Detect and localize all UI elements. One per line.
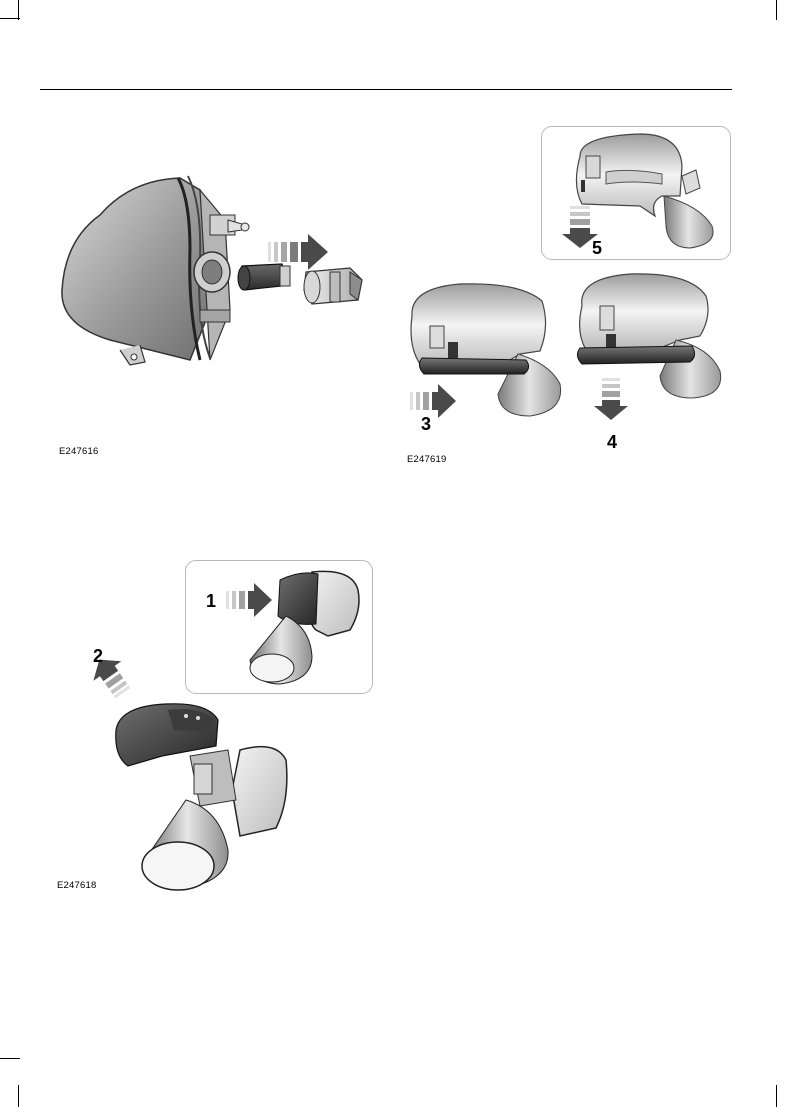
step-number: 5 — [592, 238, 602, 259]
bulb-figure — [50, 160, 380, 385]
arrow-icon — [410, 384, 456, 418]
figure-code: E247618 — [57, 880, 96, 891]
bulb-socket-icon — [304, 268, 362, 304]
crop-mark-bottom-right — [776, 1085, 777, 1107]
crop-mark-left-top — [0, 18, 20, 19]
step-number: 3 — [421, 414, 431, 435]
figure-code: E247619 — [407, 454, 446, 465]
crop-mark-bottom-left — [18, 1085, 19, 1107]
bulb-icon — [238, 264, 290, 290]
mirror-icon — [250, 571, 359, 684]
figure-code: E247616 — [59, 446, 98, 457]
mirror-icon — [576, 134, 713, 248]
crop-mark-top-right — [776, 0, 777, 20]
header-rule — [40, 89, 732, 90]
mirror-lamp-figure — [400, 126, 730, 456]
mirror-icon — [577, 274, 720, 398]
mirror-cap-figure — [90, 560, 380, 905]
step-number: 1 — [206, 591, 216, 612]
lamp-housing-icon — [62, 176, 249, 365]
arrow-icon — [226, 583, 272, 617]
mirror-icon — [116, 704, 287, 890]
step-number: 2 — [93, 646, 103, 667]
arrow-icon — [594, 378, 628, 420]
crop-mark-left-bottom — [0, 1058, 20, 1059]
crop-mark-top-left — [18, 0, 19, 20]
step-number: 4 — [607, 432, 617, 453]
